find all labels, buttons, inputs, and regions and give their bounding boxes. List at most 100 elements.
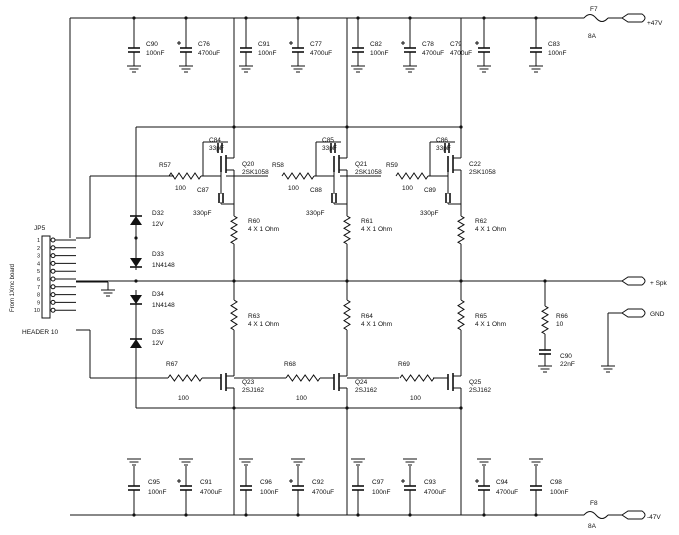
cap-bottom-value: 100nF — [372, 489, 390, 496]
gate-resistor-value: 100 — [402, 185, 413, 192]
zobel-resistor-ref: R66 — [556, 313, 568, 320]
cgd-value: 33pF — [209, 145, 224, 152]
cap-bottom-ref: C92 — [312, 479, 324, 486]
junction-dot — [134, 279, 138, 283]
header-pin-number: 3 — [37, 254, 40, 260]
junction-dot — [244, 513, 248, 517]
mosfet-part: 2SJ162 — [242, 387, 264, 394]
diode-symbol — [130, 295, 142, 304]
mosfet-ref: Q21 — [355, 161, 368, 168]
resistor-symbol — [229, 215, 238, 245]
positive-rail-label: +47V — [647, 20, 663, 27]
cgs-value: 330pF — [193, 210, 211, 217]
cap-bottom-value: 100nF — [260, 489, 278, 496]
resistor-symbol — [395, 172, 429, 180]
source-resistor-ref: R63 — [248, 313, 260, 320]
header-note: From 1Xmc board — [10, 264, 16, 312]
cap-bottom-ref: C97 — [372, 479, 384, 486]
cap-top-value: 100nF — [258, 50, 276, 57]
diode-value: 1N4148 — [152, 262, 175, 269]
junction-dot — [232, 125, 236, 129]
header-body — [41, 235, 51, 319]
junction-dot — [543, 279, 547, 283]
cap-bottom-ref: C95 — [148, 479, 160, 486]
junction-dot — [459, 406, 463, 410]
diode-value: 12V — [152, 221, 164, 228]
cap-top-value: 100nF — [370, 50, 388, 57]
header-pin — [50, 237, 56, 243]
cap-top-ref: C90 — [146, 41, 158, 48]
fuse-f8-ref: F8 — [590, 500, 598, 507]
source-resistor-value: 4 X 1 Ohm — [361, 226, 392, 233]
header-pin — [50, 268, 56, 274]
connector-symbol — [621, 13, 646, 23]
source-resistor-value: 4 X 1 Ohm — [361, 321, 392, 328]
cap-bottom-ref: C96 — [260, 479, 272, 486]
cap-top-ref: C83 — [548, 41, 560, 48]
junction-dot — [459, 125, 463, 129]
mosfet-ref: C22 — [469, 161, 481, 168]
header-pin-number: 8 — [37, 293, 40, 299]
fuse-symbol — [583, 511, 609, 519]
header-pin-number: 1 — [37, 238, 40, 244]
resistor-symbol — [399, 374, 435, 382]
header-pin-number: 9 — [37, 300, 40, 306]
gate-resistor-ref: R57 — [159, 162, 171, 169]
header-pin — [50, 253, 56, 259]
source-resistor-ref: R61 — [361, 218, 373, 225]
junction-dot — [345, 125, 349, 129]
cgd-value: 33pF — [322, 145, 337, 152]
diode-value: 1N4148 — [152, 302, 175, 309]
diode-ref: D33 — [152, 251, 164, 258]
gate-resistor-value: 100 — [288, 185, 299, 192]
cgd-ref: C85 — [322, 137, 334, 144]
junction-dot — [482, 513, 486, 517]
zobel-cap-value: 22nF — [560, 361, 575, 368]
header-pin — [50, 245, 56, 251]
cap-top-ref: C77 — [310, 41, 322, 48]
header-pin-number: 2 — [37, 246, 40, 252]
cap-bottom-value: 100nF — [148, 489, 166, 496]
cap-top-value: 100nF — [146, 50, 164, 57]
cap-top-value: 100nF — [548, 50, 566, 57]
cap-bottom-ref: C94 — [496, 479, 508, 486]
resistor-symbol — [343, 299, 351, 331]
cgs-ref: C89 — [424, 187, 436, 194]
mosfet-part: 2SK1058 — [469, 169, 496, 176]
header-pin-number: 4 — [37, 261, 40, 267]
junction-dot — [356, 513, 360, 517]
resistor-symbol — [230, 299, 238, 331]
cgs-value: 330pF — [420, 210, 438, 217]
fuse-f7-ref: F7 — [590, 6, 598, 13]
junction-dot — [296, 513, 300, 517]
fuse-symbol — [583, 14, 609, 22]
mosfet-part: 2SK1058 — [242, 169, 269, 176]
source-resistor-value: 4 X 1 Ohm — [475, 226, 506, 233]
gate-resistor-value: 100 — [178, 395, 189, 402]
cap-top-ref: C91 — [258, 41, 270, 48]
gate-resistor-ref: R67 — [166, 361, 178, 368]
diode-value: 12V — [152, 340, 164, 347]
resistor-symbol — [285, 374, 321, 382]
mosfet-part: 2SJ162 — [469, 387, 491, 394]
cap-bottom-value: 4700uF — [424, 489, 446, 496]
header-pin-number: 6 — [37, 277, 40, 283]
header-pin-number: 5 — [37, 269, 40, 275]
header-pin — [50, 260, 56, 266]
header-pin — [50, 276, 56, 282]
mosfet-part: 2SK1058 — [355, 169, 382, 176]
mosfet-part: 2SJ162 — [355, 387, 377, 394]
resistor-symbol — [167, 374, 203, 382]
header-pin-number: 7 — [37, 285, 40, 291]
header-pin — [50, 307, 56, 313]
diode-ref: D34 — [152, 291, 164, 298]
resistor-symbol — [281, 172, 315, 180]
diode-symbol — [130, 339, 142, 348]
junction-dot — [232, 406, 236, 410]
fuse-f7-rating: 8A — [588, 33, 597, 40]
ground-terminal-label: GND — [650, 311, 665, 318]
cap-top-ref: C82 — [370, 41, 382, 48]
source-resistor-ref: R62 — [475, 218, 487, 225]
cap-top-value: 4700uF — [422, 50, 444, 57]
